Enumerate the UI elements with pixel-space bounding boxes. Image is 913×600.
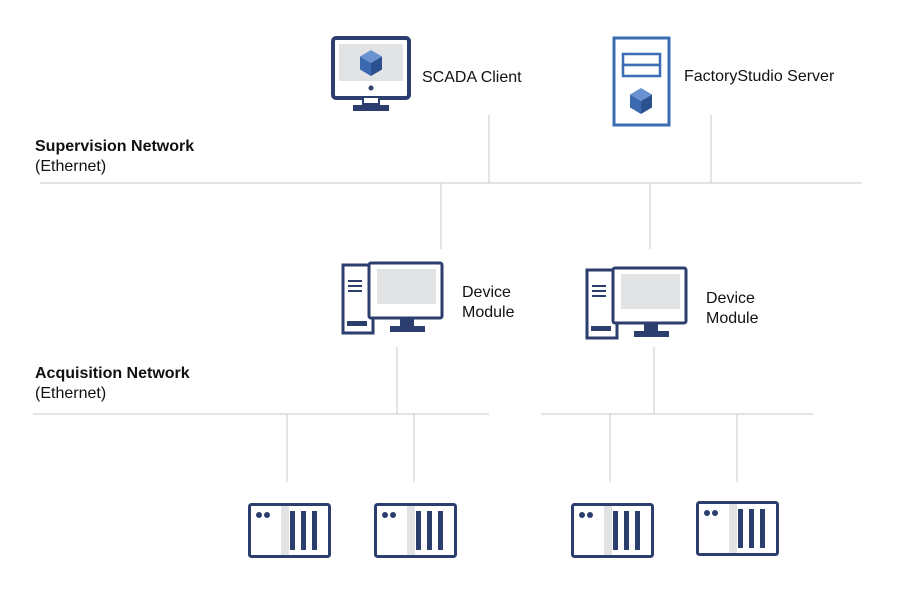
cube-icon [360, 50, 382, 76]
acquisition-network-caption: Acquisition Network (Ethernet) [35, 364, 190, 404]
scada-client-label: SCADA Client [422, 69, 522, 86]
plc-device-icon [571, 503, 654, 558]
plc-device-icon [374, 503, 457, 558]
device-module-2-line1: Device [706, 290, 755, 307]
factorystudio-server-label: FactoryStudio Server [684, 68, 835, 85]
supervision-network-subtitle: (Ethernet) [35, 158, 107, 175]
monitor-icon [331, 36, 411, 111]
device-module-2-line2: Module [706, 310, 759, 327]
device-module-2-label: Device Module [706, 289, 758, 329]
plc-device-icon [696, 501, 779, 556]
server-tower-icon [612, 36, 671, 127]
cube-icon [630, 88, 652, 114]
plc-device-icon [248, 503, 331, 558]
device-module-1-line2: Module [462, 304, 515, 321]
device-module-1-label: Device Module [462, 283, 514, 323]
desktop-computer-icon [585, 266, 688, 340]
device-module-1-line1: Device [462, 284, 511, 301]
acquisition-network-title: Acquisition Network [35, 365, 190, 382]
acquisition-network-subtitle: (Ethernet) [35, 385, 107, 402]
connection-lines [33, 115, 862, 482]
supervision-network-title: Supervision Network [35, 138, 195, 155]
supervision-network-caption: Supervision Network (Ethernet) [35, 137, 194, 177]
desktop-computer-icon [341, 261, 444, 335]
